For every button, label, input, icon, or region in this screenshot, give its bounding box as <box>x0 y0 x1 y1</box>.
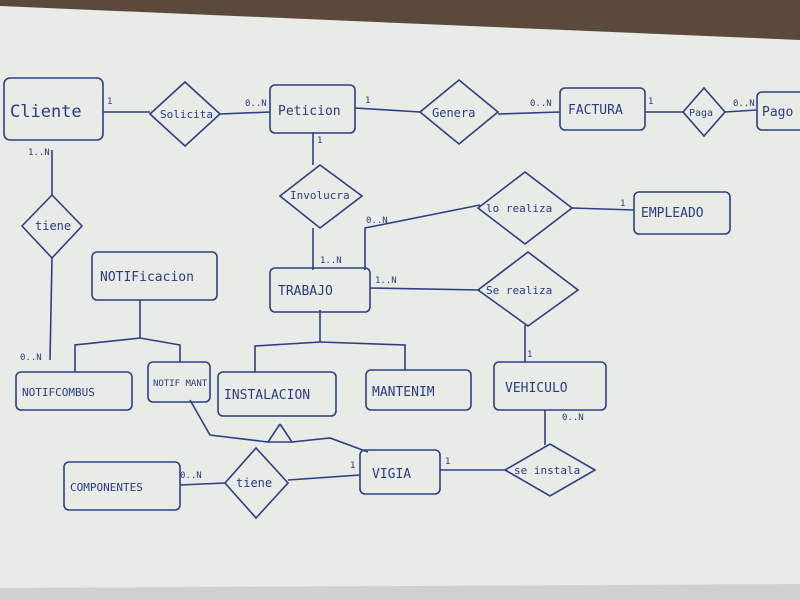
edge-trabajo-lo-realiza <box>364 204 481 270</box>
relationship-involucra-label: Involucra <box>290 189 350 202</box>
card-solicita-peticion: 0..N <box>245 99 267 109</box>
entity-pago-label: Pago <box>762 105 793 120</box>
card-tiene-notifcombust: 0..N <box>20 353 42 363</box>
entity-cliente[interactable]: Cliente <box>3 77 104 141</box>
card-factura-paga: 1 <box>648 97 653 107</box>
card-se-instala-vehiculo: 0..N <box>562 413 584 423</box>
relationship-tiene-cliente-label: tiene <box>35 219 71 233</box>
card-peticion-involucra: 1 <box>317 136 322 146</box>
card-lo-realiza-empleado: 1 <box>620 199 625 209</box>
relationship-se-instala[interactable]: se instala <box>503 443 597 497</box>
relationship-tiene-cliente[interactable]: tiene <box>20 193 84 260</box>
entity-notificacion[interactable]: NOTIFicacion <box>91 251 218 301</box>
relationship-lo-realiza-label: lo realiza <box>486 202 552 215</box>
relationship-tiene-vigia-label: tiene <box>236 476 272 490</box>
entity-vehiculo[interactable]: VEHICULO <box>493 361 607 411</box>
entity-peticion-label: Peticion <box>278 104 341 119</box>
entity-pago[interactable]: Pago <box>756 91 800 131</box>
entity-vigia[interactable]: VIGIA <box>359 449 441 495</box>
card-tiene-vigia: 1 <box>350 461 355 471</box>
entity-notifcombust[interactable]: NOTIFCOMBUS <box>15 371 133 411</box>
entity-mantenim[interactable]: MANTENIM <box>365 369 472 411</box>
edge-trabajo-mantenim <box>319 341 406 370</box>
entity-peticion[interactable]: Peticion <box>269 84 356 134</box>
entity-trabajo-label: TRABAJO <box>278 284 333 299</box>
entity-componentes-label: COMPONENTES <box>70 481 143 494</box>
subtype-triangle <box>266 423 294 443</box>
edge-genera-factura <box>497 111 561 115</box>
entity-empleado-label: EMPLEADO <box>641 206 704 221</box>
entity-instalacion-label: INSTALACION <box>224 388 310 403</box>
relationship-solicita[interactable]: Solicita <box>148 80 222 148</box>
card-peticion-genera: 1 <box>365 96 370 106</box>
relationship-se-instala-label: se instala <box>514 464 580 477</box>
entity-factura[interactable]: FACTURA <box>559 87 646 131</box>
entity-cliente-label: Cliente <box>10 102 82 122</box>
entity-notifcombust-label: NOTIFCOMBUS <box>22 386 95 399</box>
relationship-involucra[interactable]: Involucra <box>278 163 364 230</box>
relationship-paga[interactable]: Paga <box>681 86 727 138</box>
edge-notificacion-notifmant <box>139 337 181 362</box>
card-cliente-tiene: 1..N <box>28 148 50 158</box>
edge-instalacion-vigia <box>291 437 369 453</box>
edge-peticion-genera <box>354 107 421 113</box>
card-cliente-solicita: 1 <box>107 97 112 107</box>
entity-instalacion[interactable]: INSTALACION <box>217 371 337 417</box>
relationship-se-realiza[interactable]: Se realiza <box>476 250 580 327</box>
edge-paga-pago <box>724 109 758 113</box>
card-componentes-tiene: 0..N <box>180 471 202 481</box>
connectors <box>49 107 758 486</box>
entity-trabajo[interactable]: TRABAJO <box>269 267 371 313</box>
whiteboard-surface <box>0 6 800 596</box>
entity-componentes[interactable]: COMPONENTES <box>63 461 181 511</box>
entity-factura-label: FACTURA <box>568 103 623 118</box>
card-genera-factura: 0..N <box>530 99 552 109</box>
entity-notificacion-label: NOTIFicacion <box>100 270 194 285</box>
relationship-tiene-vigia[interactable]: tiene <box>223 446 290 520</box>
entity-notifmant[interactable]: NOTIF MANT <box>147 361 211 403</box>
relationship-lo-realiza[interactable]: lo realiza <box>476 170 574 246</box>
edge-lo-realiza-empleado <box>571 207 635 211</box>
whiteboard-tray <box>0 584 800 600</box>
relationship-genera[interactable]: Genera <box>418 78 500 146</box>
card-trabajo-se-realiza: 1..N <box>375 276 397 286</box>
card-vigia-se-instala: 1 <box>445 457 450 467</box>
edge-componentes-tiene <box>179 482 226 486</box>
relationship-paga-label: Paga <box>689 108 713 119</box>
card-involucra-trabajo: 1..N <box>320 256 342 266</box>
edge-notifmant-instalacion <box>189 399 269 443</box>
entity-mantenim-label: MANTENIM <box>372 385 435 400</box>
relationship-solicita-label: Solicita <box>160 108 213 121</box>
card-paga-pago: 0..N <box>733 99 755 109</box>
relationship-genera-label: Genera <box>432 106 475 120</box>
card-se-realiza-vehiculo: 1 <box>527 350 532 360</box>
edge-tiene-notifcombust <box>49 257 53 361</box>
edge-solicita-peticion <box>219 111 271 115</box>
edge-trabajo-instalacion <box>254 310 321 372</box>
entity-notifmant-label: NOTIF MANT <box>153 379 208 389</box>
card-trabajo-lo-realiza: 0..N <box>366 216 388 226</box>
entity-vigia-label: VIGIA <box>372 467 411 482</box>
entity-vehiculo-label: VEHICULO <box>505 381 568 396</box>
cardinality-labels: 1 0..N 1 0..N 1 0..N 1 1..N 0..N 1 1..N … <box>20 96 755 481</box>
relationship-se-realiza-label: Se realiza <box>486 284 552 297</box>
edge-trabajo-se-realiza <box>369 287 481 291</box>
edge-tiene-vigia <box>287 474 361 481</box>
edge-notificacion-notifcombust <box>74 300 141 372</box>
entity-empleado[interactable]: EMPLEADO <box>633 191 731 235</box>
